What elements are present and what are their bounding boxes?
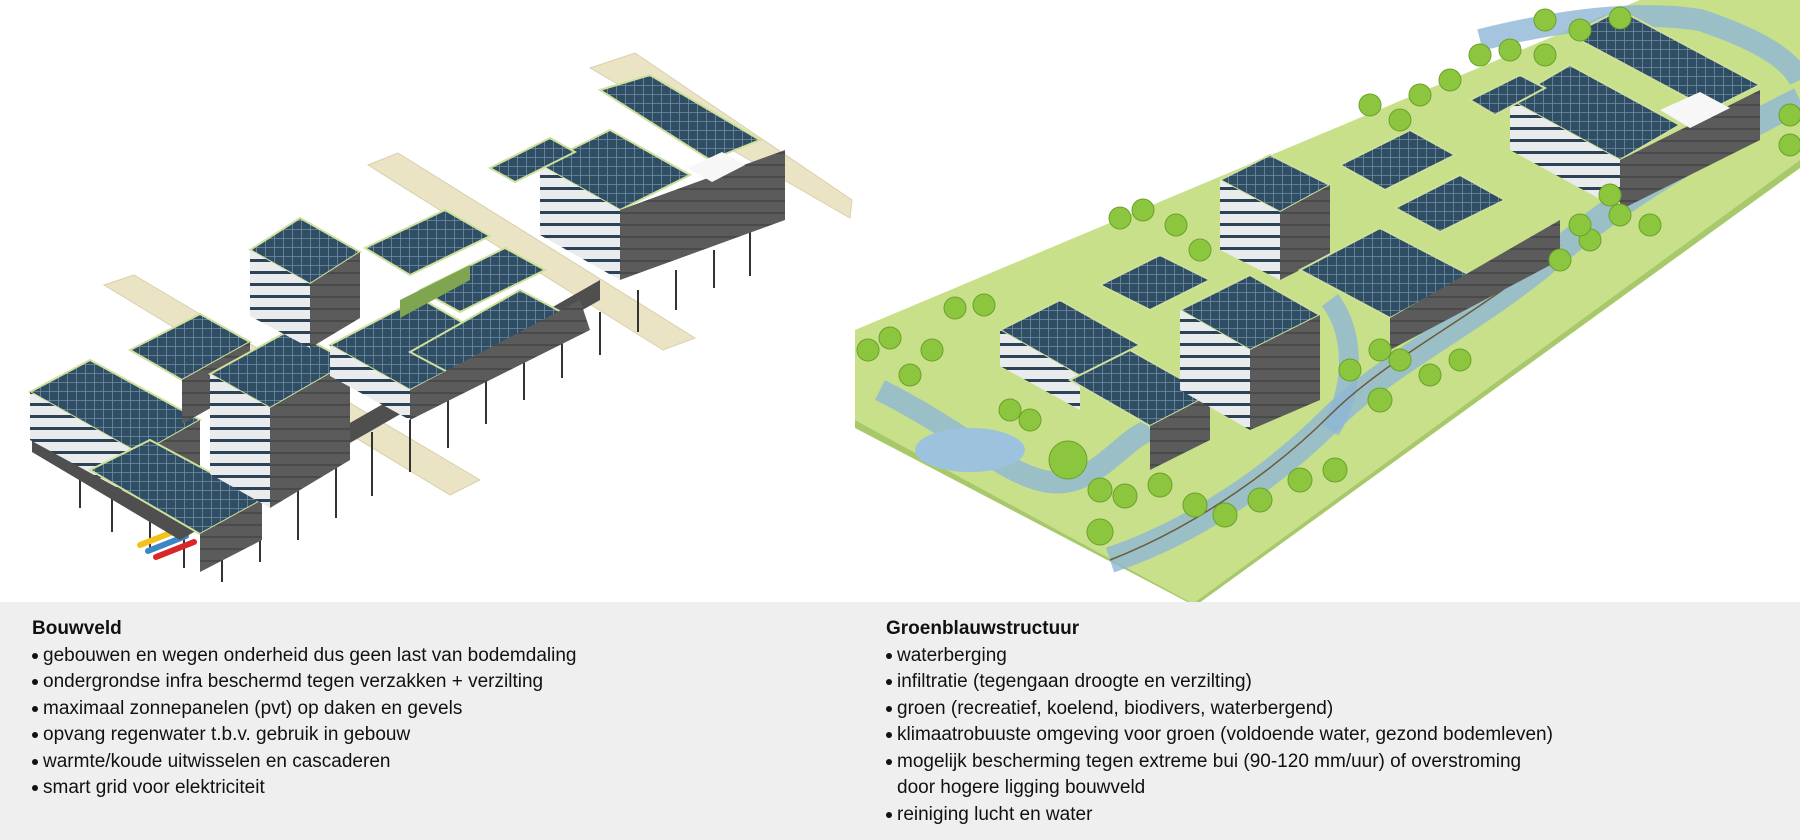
list-item: gebouwen en wegen onderheid dus geen las… [32, 643, 852, 670]
list-item: ondergrondse infra beschermd tegen verza… [32, 669, 852, 696]
building-block [1467, 8, 1763, 210]
building-block [997, 253, 1323, 470]
bouwveld-caption: Bouwveld gebouwen en wegen onderheid dus… [32, 616, 852, 802]
list-item: klimaatrobuuste omgeving voor groen (vol… [886, 722, 1786, 749]
building-tower [248, 216, 362, 348]
list-item: reiniging lucht en water [886, 802, 1786, 829]
list-item: maximaal zonnepanelen (pvt) op daken en … [32, 696, 852, 723]
green-ground [855, 0, 1800, 602]
road [366, 152, 697, 351]
building-block [27, 312, 353, 572]
water-channel [875, 380, 1155, 494]
groenblauw-caption: Groenblauwstructuur waterberging infiltr… [886, 616, 1786, 828]
list-item: smart grid voor elektriciteit [32, 775, 852, 802]
retention-pond [915, 428, 1025, 472]
list-item: mogelijk bescherming tegen extreme bui (… [886, 749, 1786, 802]
bouwveld-list: gebouwen en wegen onderheid dus geen las… [32, 643, 852, 802]
bouwveld-illustration [27, 52, 853, 582]
groenblauw-title: Groenblauwstructuur [886, 618, 1080, 639]
list-item-continuation: door hogere ligging bouwveld [897, 777, 1146, 798]
building-block [487, 73, 785, 280]
building-block [1217, 128, 1560, 350]
list-item: opvang regenwater t.b.v. gebruik in gebo… [32, 722, 852, 749]
caption-band: Bouwveld gebouwen en wegen onderheid dus… [0, 602, 1800, 840]
groenblauw-list: waterberging infiltratie (tegengaan droo… [886, 643, 1786, 829]
groenblauw-illustration [855, 0, 1800, 602]
list-item: waterberging [886, 643, 1786, 670]
isometric-illustrations [27, 0, 1800, 602]
list-item: infiltratie (tegengaan droogte en verzil… [886, 669, 1786, 696]
trees [856, 6, 1800, 546]
list-item: warmte/koude uitwisselen en cascaderen [32, 749, 852, 776]
list-item: groen (recreatief, koelend, biodivers, w… [886, 696, 1786, 723]
building-block [327, 208, 590, 420]
bouwveld-title: Bouwveld [32, 618, 122, 639]
path-line [1109, 244, 1561, 561]
